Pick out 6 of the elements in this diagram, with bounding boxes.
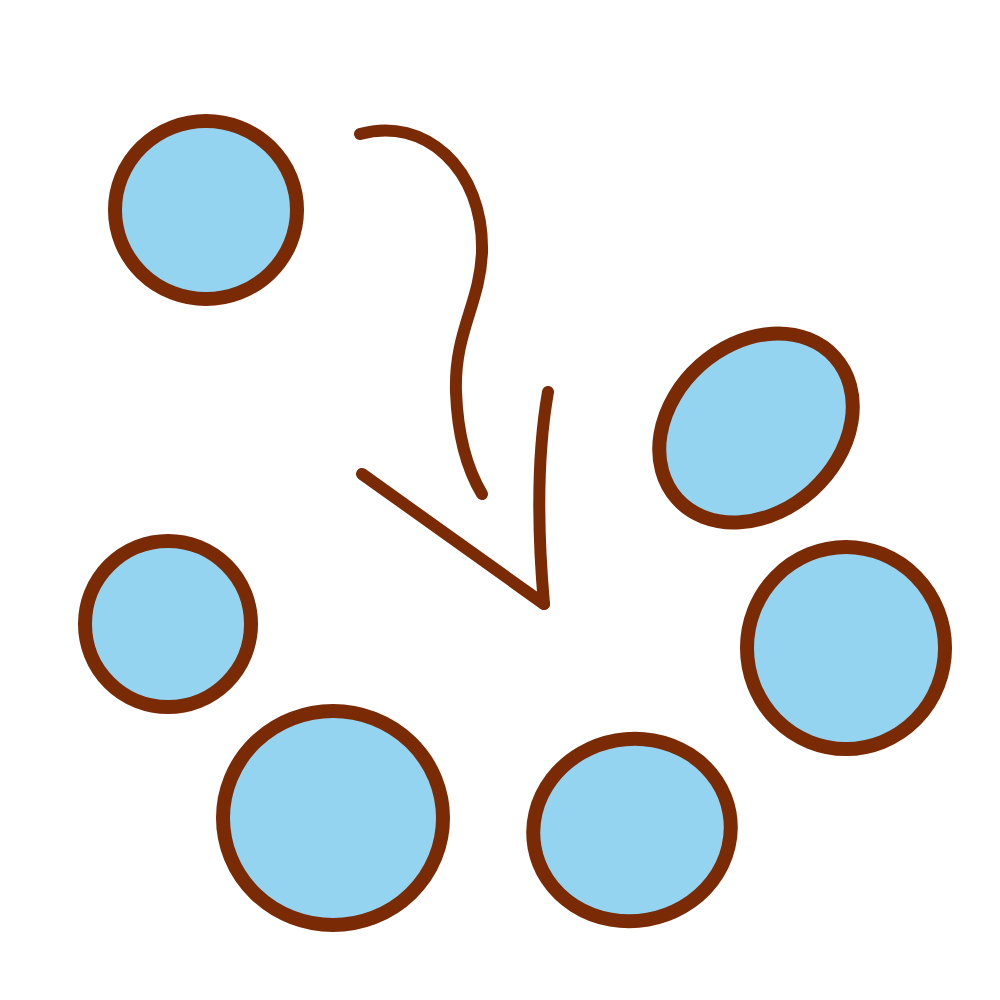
- circle: [78, 534, 258, 714]
- circle: [526, 732, 738, 928]
- circle: [108, 114, 304, 306]
- circle: [646, 322, 866, 534]
- circle: [216, 704, 450, 932]
- circle: [740, 540, 952, 756]
